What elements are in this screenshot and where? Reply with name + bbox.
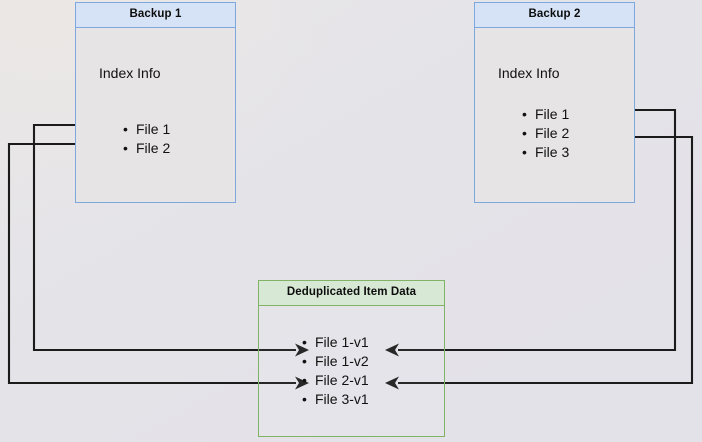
- list-item[interactable]: File 2-v1: [301, 371, 369, 390]
- list-item[interactable]: File 2: [521, 124, 569, 143]
- backup-1-title: Backup 1: [76, 3, 235, 28]
- list-item[interactable]: File 1: [521, 105, 569, 124]
- backup-1-body: Index Info File 1 File 2: [76, 28, 235, 200]
- connector-backup2-file2-to-file2v1: [385, 135, 694, 390]
- dedup-item-list: File 1-v1 File 1-v2 File 2-v1 File 3-v1: [301, 333, 369, 409]
- connector-backup2-file1-to-file1v2: [385, 108, 677, 357]
- list-item[interactable]: File 2: [122, 139, 170, 158]
- node-backup-2[interactable]: Backup 2 Index Info File 1 File 2 File 3: [474, 2, 635, 203]
- node-deduplicated-item-data[interactable]: Deduplicated Item Data File 1-v1 File 1-…: [258, 280, 445, 437]
- backup-1-file-list: File 1 File 2: [122, 120, 170, 158]
- list-item[interactable]: File 3: [521, 143, 569, 162]
- list-item[interactable]: File 3-v1: [301, 390, 369, 409]
- list-item[interactable]: File 1-v2: [301, 352, 369, 371]
- backup-2-body: Index Info File 1 File 2 File 3: [475, 28, 634, 200]
- backup-1-index-info-label: Index Info: [99, 64, 161, 81]
- backup-2-index-info-label: Index Info: [498, 64, 560, 81]
- backup-2-title: Backup 2: [475, 3, 634, 28]
- dedup-title: Deduplicated Item Data: [259, 281, 444, 306]
- backup-2-file-list: File 1 File 2 File 3: [521, 105, 569, 162]
- dedup-body: File 1-v1 File 1-v2 File 2-v1 File 3-v1: [259, 306, 444, 435]
- list-item[interactable]: File 1-v1: [301, 333, 369, 352]
- node-backup-1[interactable]: Backup 1 Index Info File 1 File 2: [75, 2, 236, 203]
- list-item[interactable]: File 1: [122, 120, 170, 139]
